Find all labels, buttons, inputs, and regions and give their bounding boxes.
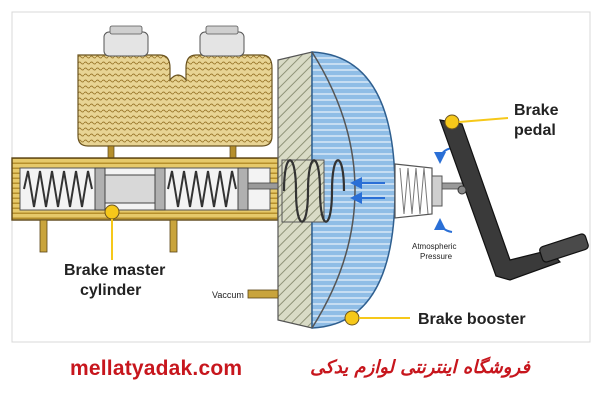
site-url: mellatyadak.com	[70, 357, 243, 380]
vacuum-port	[247, 289, 279, 299]
brake-line-outlet-right	[169, 219, 178, 253]
atmospheric-label-line2: Pressure	[420, 252, 453, 261]
vaccum-label: Vaccum	[212, 290, 244, 300]
fluid-reservoir	[77, 25, 273, 163]
brake-pedal-label-line1: Brake	[514, 102, 559, 119]
store-name-persian: فروشگاه اینترنتی لوازم یدکی	[310, 357, 530, 378]
master-cylinder-label-line2: cylinder	[80, 282, 141, 299]
master-cylinder	[11, 157, 279, 253]
brake-pedal-label-line2: pedal	[514, 122, 556, 139]
pedal-pad	[539, 233, 589, 263]
atmospheric-label-line1: Atmospheric	[412, 242, 456, 251]
master-cylinder-label-line1: Brake master	[64, 262, 165, 279]
pedal-leader-line	[458, 117, 509, 123]
brake-pedal	[439, 114, 589, 281]
pedal-pivot-marker	[444, 114, 460, 130]
master-spring-right	[167, 170, 237, 208]
atmosphere-arrow-bottom	[434, 218, 453, 233]
booster-spring	[282, 159, 346, 223]
brake-booster-label: Brake booster	[418, 311, 526, 328]
master-cylinder-marker	[104, 204, 120, 220]
master-spring-left	[23, 170, 93, 208]
booster-diaphragm	[311, 51, 356, 329]
brake-booster	[247, 51, 453, 329]
reservoir-cap-right	[199, 31, 245, 57]
booster-marker	[344, 310, 360, 326]
reservoir-cap-left	[103, 31, 149, 57]
brake-line-outlet-left	[39, 219, 48, 253]
